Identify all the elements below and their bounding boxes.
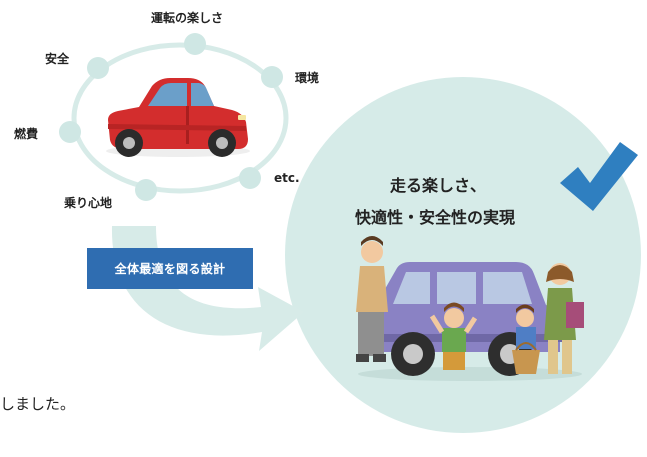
cycle-ring [71,42,289,194]
goal-line-1: 走る楽しさ、 [390,176,487,195]
cycle-dot-top [184,33,206,55]
red-car-icon [106,78,250,157]
factor-driving-fun: 運転の楽しさ [151,11,224,25]
family-jeep-illustration [356,236,584,381]
design-optimization-button[interactable]: 全体最適を図る設計 [87,248,253,289]
cycle-dot-bottom [135,179,157,201]
factor-safety: 安全 [45,52,70,66]
cycle-dot-lower-right [239,167,261,189]
factor-fuel-cost: 燃費 [14,127,39,141]
caption-text: しました。 [0,395,76,413]
check-mark-icon [560,142,638,211]
child-figure [429,302,478,370]
father-figure [356,236,388,362]
cycle-dot-upper-right [261,66,283,88]
cycle-dot-upper-left [87,57,109,79]
factor-environment: 環境 [295,71,320,85]
factor-ride-comfort: 乗り心地 [64,196,113,210]
cycle-dot-left [59,121,81,143]
factor-etc: etc. [274,171,300,185]
curved-arrow [111,226,305,351]
goal-line-2: 快適性・安全性の実現 [355,208,516,227]
child-with-basket [512,304,540,374]
mother-figure [544,263,584,374]
